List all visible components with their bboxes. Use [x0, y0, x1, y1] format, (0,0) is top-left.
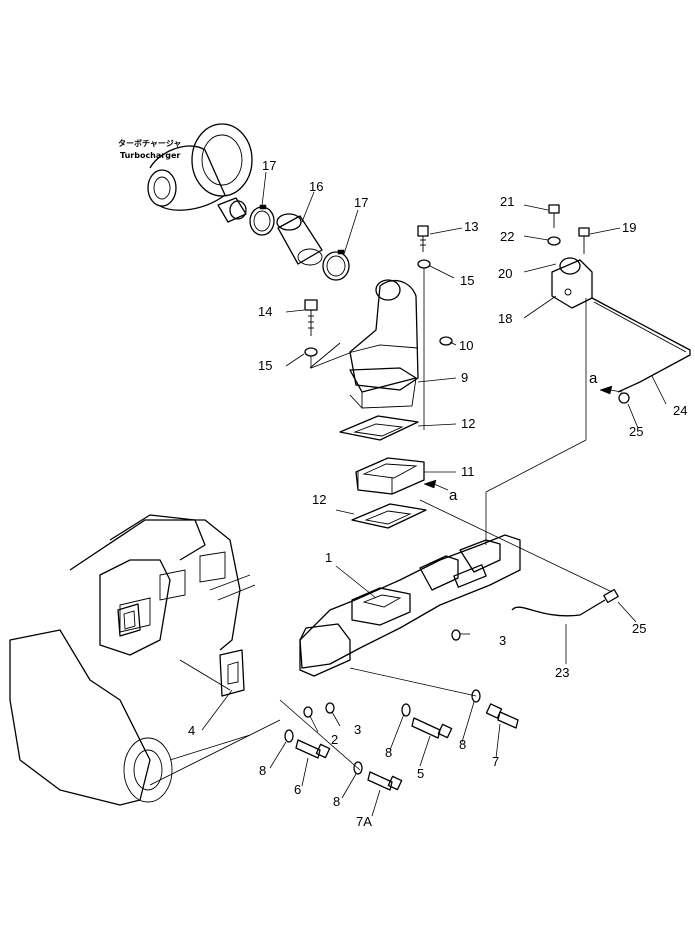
label-3-right: 3: [499, 633, 506, 648]
label-25-lower: 25: [632, 621, 646, 636]
reference-arrows: [423, 385, 623, 491]
label-7a: 7A: [356, 814, 372, 829]
bolt-19: [578, 227, 590, 254]
exhaust-manifold-1: [299, 534, 521, 677]
bolt-5: [411, 717, 453, 739]
label-9: 9: [461, 370, 468, 385]
label-23: 23: [555, 665, 569, 680]
bolt-6: [295, 739, 331, 759]
label-13: 13: [464, 219, 478, 234]
washer-8-c: [284, 729, 294, 743]
label-17-lower: 17: [354, 195, 368, 210]
label-2: 2: [331, 732, 338, 747]
label-12-lower: 12: [312, 492, 326, 507]
label-7: 7: [492, 754, 499, 769]
plug-3-right: [451, 629, 461, 641]
label-17-upper: 17: [262, 158, 276, 173]
cylinder-block: [9, 514, 281, 806]
washer-15-upper: [417, 259, 431, 269]
label-11: 11: [461, 464, 475, 479]
bolt-14-axis: [310, 351, 353, 369]
ref-a-lower: a: [449, 487, 458, 504]
label-10: 10: [459, 338, 473, 353]
label-24: 24: [673, 403, 687, 418]
clamp-17-upper: [249, 204, 275, 236]
pipe-24: [591, 297, 691, 404]
gasket-12-upper: [339, 415, 419, 441]
label-8-b: 8: [459, 737, 466, 752]
bolt-7: [485, 703, 519, 729]
leader-lines: [201, 171, 667, 817]
pipe-23-axis: [419, 499, 613, 593]
label-8-d: 8: [333, 794, 340, 809]
label-25-upper: 25: [629, 424, 643, 439]
label-14: 14: [258, 304, 272, 319]
bolt-13: [417, 225, 429, 252]
spacer-11: [355, 457, 425, 495]
bolt-axis-b: [279, 699, 361, 771]
pipe-23: [511, 588, 619, 617]
plug-2: [303, 706, 313, 718]
label-16: 16: [309, 179, 323, 194]
label-8-a: 8: [385, 745, 392, 760]
bolt-7a: [367, 771, 403, 791]
turbocharger: [147, 123, 253, 223]
washer-8-d: [353, 761, 363, 775]
nut-10: [439, 336, 453, 346]
washer-15-lower: [304, 347, 318, 357]
clamp-17-lower: [322, 249, 350, 281]
label-3-left: 3: [354, 722, 361, 737]
label-1: 1: [325, 550, 332, 565]
ref-a-upper: a: [589, 370, 598, 387]
label-21: 21: [500, 194, 514, 209]
turbocharger-caption-english: Turbocharger: [120, 151, 180, 160]
bolt-14: [304, 299, 318, 336]
label-4: 4: [188, 723, 195, 738]
label-19: 19: [622, 220, 636, 235]
label-12-upper: 12: [461, 416, 475, 431]
label-20: 20: [498, 266, 512, 281]
bracket-axis-2: [485, 439, 587, 493]
label-6: 6: [294, 782, 301, 797]
label-15-upper: 15: [460, 273, 474, 288]
plug-3-left: [325, 702, 335, 714]
turbocharger-caption-japanese: ターボチャージャ: [118, 138, 181, 148]
gasket-4: [117, 603, 141, 637]
label-5: 5: [417, 766, 424, 781]
connector-9: [309, 279, 419, 409]
bolt-21: [548, 204, 560, 228]
label-15-lower: 15: [258, 358, 272, 373]
gasket-12-lower: [351, 503, 427, 529]
bolt-axis-a: [349, 667, 477, 697]
washer-22: [547, 236, 561, 246]
label-18: 18: [498, 311, 512, 326]
hose-16: [276, 213, 323, 266]
label-8-c: 8: [259, 763, 266, 778]
label-22: 22: [500, 229, 514, 244]
washer-8-a: [401, 703, 411, 717]
washer-8-b: [471, 689, 481, 703]
